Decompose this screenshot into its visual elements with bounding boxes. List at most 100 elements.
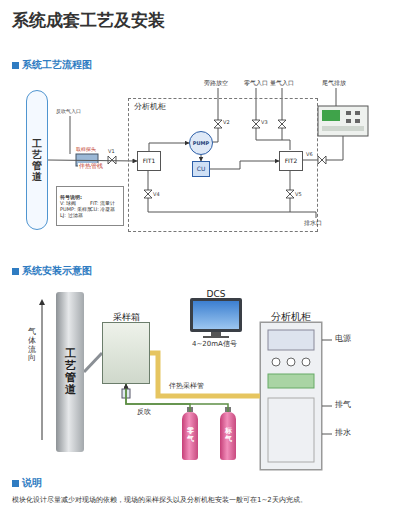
- cabinet-gauge: [302, 358, 310, 366]
- valve-symbol: [214, 120, 222, 128]
- analysis-cabinet: 分析机柜: [260, 322, 322, 470]
- analyzer-button: [355, 111, 360, 115]
- annotation: 尾气排放: [322, 80, 346, 87]
- monitor-stand: [211, 332, 221, 336]
- symbol-legend-box: 符号说明:V: 球阀FIT: 流量计PUMP: 采样泵CU: 冷凝器LJ: 过滤…: [56, 186, 124, 226]
- page-title: 系统成套工艺及安装: [12, 10, 165, 30]
- process-pipe: 工艺管道: [56, 292, 84, 452]
- dcs-monitor: DCS: [190, 298, 242, 332]
- node-text: FIT: 流量计: [90, 200, 120, 206]
- pump-circle: PUMP: [189, 131, 213, 155]
- vertical-label: 气体流向: [28, 328, 36, 363]
- connector: [149, 143, 189, 151]
- annotation: 4~20mA信号: [192, 340, 237, 348]
- sampling-box: 采样箱: [102, 322, 150, 384]
- span-gas-line: [282, 88, 283, 140]
- connector: [150, 353, 260, 396]
- flowmeter-box: FIT2: [279, 151, 303, 171]
- node-text: PUMP: [193, 140, 209, 146]
- analyzer-button: [346, 119, 351, 123]
- connector: [48, 160, 137, 161]
- cabinet-body: [260, 322, 322, 470]
- analyzer-strip: [322, 126, 364, 131]
- annotation: V2: [223, 119, 230, 125]
- flow-arrow: [42, 302, 43, 440]
- connector: [210, 161, 279, 169]
- annotation: 零气入口: [244, 80, 268, 87]
- valve-symbol: [108, 156, 116, 164]
- valve-symbols: [108, 120, 326, 198]
- annotation: 电源: [335, 334, 351, 344]
- annotation: 排水口: [304, 220, 322, 227]
- valve-symbol: [252, 120, 260, 128]
- annotation: V1: [108, 148, 115, 154]
- section-marker: [12, 62, 19, 69]
- node-text: PUMP: 采样泵: [60, 206, 90, 212]
- connector-label: 反吹: [136, 408, 152, 416]
- drain-line: [148, 170, 316, 218]
- analyzer-button: [346, 111, 351, 115]
- annotation: 排水: [335, 428, 351, 438]
- node-text: LJ: 过滤器: [60, 212, 90, 218]
- section-marker: [12, 268, 19, 275]
- annotation: 量气入口: [270, 80, 294, 87]
- node-text: FIT2: [285, 157, 298, 164]
- valve-symbol: [278, 120, 286, 128]
- annotation: V3: [261, 119, 268, 125]
- cabinet-module: [268, 374, 314, 388]
- valve-symbol: [286, 190, 294, 198]
- cabinet-leads: [322, 340, 332, 434]
- node-heading: 采样箱: [113, 311, 140, 324]
- cabinet-display: [268, 330, 314, 350]
- cabinet-gauge: [272, 358, 280, 366]
- node-text: V: 球阀: [60, 200, 90, 206]
- annotation: 旁路放空: [204, 80, 228, 87]
- node-text: FIT1: [143, 157, 156, 164]
- node-text: 零气: [187, 428, 194, 443]
- annotation: 排气: [335, 400, 351, 410]
- annotation: V6: [306, 151, 313, 157]
- node-text: CU: [197, 165, 206, 172]
- annotation: 反吹气入口: [56, 108, 81, 114]
- analyzer-screen: [322, 110, 340, 121]
- connector-label: 伴热采样管: [168, 382, 205, 390]
- gas-cylinder: 标气: [220, 412, 236, 460]
- cabinet-door: [268, 398, 314, 462]
- install-illustration: [42, 302, 332, 470]
- flowmeter-box: FIT1: [137, 151, 161, 171]
- connector: [84, 353, 102, 372]
- node-heading: DCS: [207, 289, 226, 299]
- analyzer-line: [302, 136, 343, 160]
- annotation: V4: [153, 191, 160, 197]
- valve-symbol: [144, 190, 152, 198]
- purge-line: [70, 116, 71, 154]
- analysis-cabinet-region: 分析机柜 FIT1 PUMP CU FIT2: [128, 98, 318, 232]
- annotation: V5: [295, 191, 302, 197]
- node-text: 工艺管道: [32, 138, 42, 182]
- connector-label: 伴热管线: [78, 163, 104, 170]
- analyzer-button: [355, 119, 360, 123]
- valve-symbol: [318, 156, 326, 164]
- section-heading: 说明: [22, 477, 42, 489]
- analyzer-case: [318, 106, 368, 136]
- annotation: 取样探头: [76, 146, 96, 152]
- vent-line: [336, 88, 337, 106]
- analyzer: [318, 106, 368, 136]
- section-marker: [12, 480, 19, 487]
- node-text: 符号说明:: [60, 194, 120, 200]
- gas-cylinder: 零气: [182, 412, 198, 460]
- node-text: 标气: [225, 428, 232, 443]
- monitor-base: [203, 336, 229, 338]
- section-heading: 系统安装示意图: [22, 265, 92, 277]
- cabinet-gauge: [287, 358, 295, 366]
- node-heading: 分析机柜: [134, 102, 166, 112]
- annotation: 模块化设计尽量减少对现场的依赖，现场的采样探头以及分析机柜安装一般可在1~2天内…: [12, 496, 307, 504]
- node-heading: 分析机柜: [271, 310, 311, 324]
- process-pipe: 工艺管道: [26, 90, 48, 230]
- cooler-box: CU: [192, 161, 210, 177]
- bypass-line: [212, 88, 218, 142]
- section-heading: 系统工艺流程图: [22, 59, 92, 71]
- node-text: 工艺管道: [65, 348, 76, 396]
- node-text: CU: 冷凝器: [90, 206, 120, 212]
